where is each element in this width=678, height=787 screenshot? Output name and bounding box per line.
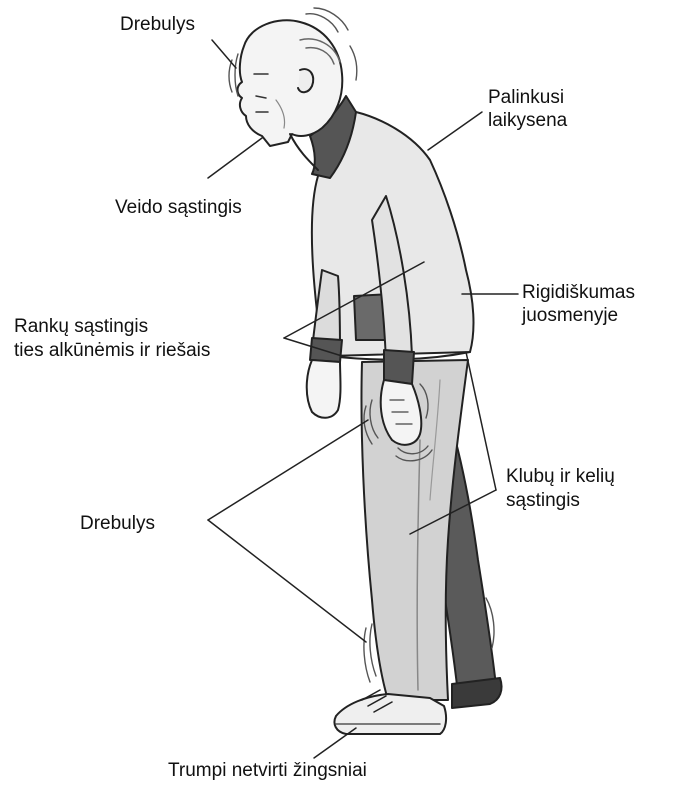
leader-hips-1: [466, 352, 496, 490]
back-shoe: [452, 678, 502, 708]
leader-posture: [428, 112, 482, 150]
leader-tremor-head: [212, 40, 236, 68]
label-face-rigidity: Veido sąstingis: [115, 196, 242, 219]
front-shoe: [334, 694, 446, 734]
leader-tremor-lower: [208, 520, 366, 642]
label-waist-line1: Rigidiškumas: [522, 281, 635, 304]
label-posture-line2: laikysena: [488, 109, 567, 132]
label-tremor-head: Drebulys: [120, 13, 195, 36]
label-steps: Trumpi netvirti žingsniai: [168, 759, 367, 782]
leader-face: [208, 138, 262, 178]
far-hand: [307, 360, 341, 418]
label-arms-line1: Rankų sąstingis: [14, 315, 148, 338]
label-tremor-body: Drebulys: [80, 512, 155, 535]
leader-tremor-upper: [208, 420, 368, 520]
figure-illustration: [238, 20, 502, 734]
label-hips-line2: sąstingis: [506, 489, 580, 512]
leader-steps: [314, 728, 356, 758]
label-posture-line1: Palinkusi: [488, 86, 564, 109]
label-hips-line1: Klubų ir kelių: [506, 465, 615, 488]
label-arms-line2: ties alkūnėmis ir riešais: [14, 339, 210, 362]
label-waist-line2: juosmenyje: [522, 304, 618, 327]
